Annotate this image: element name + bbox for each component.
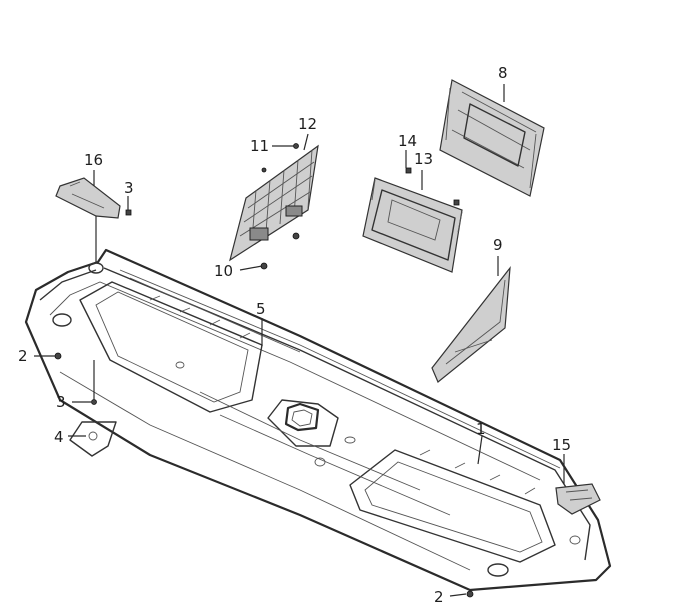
leader-lines <box>34 84 565 597</box>
callout-2-bottom: 2 <box>434 588 444 606</box>
callout-15: 15 <box>552 436 571 454</box>
callout-2-left: 2 <box>18 347 28 365</box>
callout-12: 12 <box>298 115 317 133</box>
callout-16: 16 <box>84 151 103 169</box>
callout-11: 11 <box>250 137 269 155</box>
part-15-bracket <box>555 483 601 515</box>
callout-10: 10 <box>214 262 233 280</box>
callout-3-top: 3 <box>124 179 134 197</box>
undercover-main-panel <box>24 248 612 592</box>
part-9-cover <box>431 266 511 383</box>
callout-1: 1 <box>476 420 486 438</box>
callout-14: 14 <box>398 132 417 150</box>
callout-8: 8 <box>498 64 508 82</box>
callout-4: 4 <box>54 428 64 446</box>
callout-5: 5 <box>256 300 266 318</box>
part-16-bracket <box>55 177 132 219</box>
part-13-bracket <box>362 167 463 273</box>
callout-9: 9 <box>493 236 503 254</box>
callout-13: 13 <box>414 150 433 168</box>
part-8-panel <box>439 79 545 197</box>
part-12-grille <box>229 144 319 262</box>
callout-labels: 1 2 2 3 3 4 5 8 9 10 11 12 13 14 15 16 <box>18 64 571 606</box>
callout-3-left: 3 <box>56 393 66 411</box>
